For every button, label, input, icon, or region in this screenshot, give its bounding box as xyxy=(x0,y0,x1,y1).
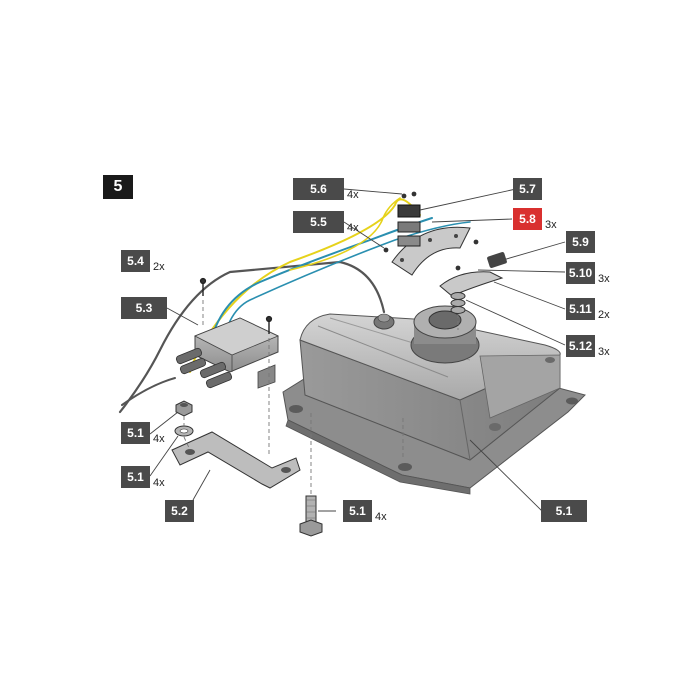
callout-5-9-label: 5.9 xyxy=(566,231,595,253)
terminal-block xyxy=(397,204,421,247)
callout-5-5-quantity: 4x xyxy=(347,222,359,234)
washer xyxy=(174,425,194,437)
callout-5-2-label: 5.2 xyxy=(165,500,194,522)
callout-5-10-quantity: 3x xyxy=(598,273,610,285)
junction-box-screw xyxy=(199,277,273,334)
cover-boss xyxy=(545,357,555,363)
callout-5-7-label: 5.7 xyxy=(513,178,542,200)
callout-5-6-label: 5.6 xyxy=(293,178,344,200)
callout-5-1-label: 5.1 xyxy=(343,500,372,522)
hex-bolt xyxy=(299,495,323,537)
spacer-washer xyxy=(450,292,466,314)
callout-5-12-quantity: 3x xyxy=(598,346,610,358)
step-number: 5 xyxy=(113,178,123,195)
callout-5-11-quantity: 2x xyxy=(598,309,610,321)
callout-5-5-label: 5.5 xyxy=(293,211,344,233)
junction-box xyxy=(175,317,279,389)
callout-5-3-label: 5.3 xyxy=(121,297,167,319)
callout-5-8-label: 5.8 xyxy=(513,208,542,230)
cover-boss xyxy=(489,423,501,431)
mounting-bracket xyxy=(171,431,301,489)
mounting-nut xyxy=(175,400,193,417)
operator-housing xyxy=(282,305,586,495)
callout-5-1-label: 5.1 xyxy=(541,500,587,522)
callout-5-1-quantity: 4x xyxy=(153,433,165,445)
callout-5-4-label: 5.4 xyxy=(121,250,150,272)
base-mount-hole xyxy=(289,405,303,413)
callout-5-11-label: 5.11 xyxy=(566,298,595,320)
step-badge xyxy=(103,175,133,199)
callout-5-1-label: 5.1 xyxy=(121,422,150,444)
junction-box-connectors xyxy=(175,347,233,389)
callout-5-1-quantity: 4x xyxy=(153,477,165,489)
callout-5-6-quantity: 4x xyxy=(347,189,359,201)
callout-5-1-label: 5.1 xyxy=(121,466,150,488)
callout-5-12-label: 5.12 xyxy=(566,335,595,357)
callout-5-4-quantity: 2x xyxy=(153,261,165,273)
base-mount-hole xyxy=(398,463,412,471)
leader-lines xyxy=(149,188,566,512)
cam-plate xyxy=(439,252,507,297)
callout-5-10-label: 5.10 xyxy=(566,262,595,284)
base-mount-hole xyxy=(566,397,578,405)
callout-5-1-quantity: 4x xyxy=(375,511,387,523)
alignment-guides xyxy=(183,300,459,494)
callout-5-8-quantity: 3x xyxy=(545,219,557,231)
terminal-screw xyxy=(401,191,417,199)
small-screw xyxy=(383,239,479,271)
